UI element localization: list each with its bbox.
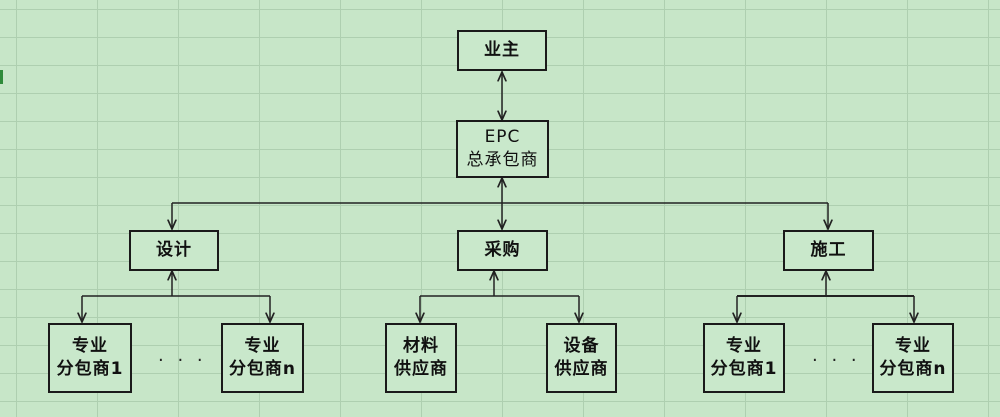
node-construction-sub-1-line-2: 分包商1 [710,359,778,379]
construction-ellipsis: · · · [812,350,861,371]
node-construction-sub-n-line-2: 分包商n [879,359,947,379]
node-procurement: 采购 [457,230,548,271]
node-owner-line-1: 业主 [484,40,520,60]
node-material-supplier-line-1: 材料 [403,336,439,356]
node-design-sub-1-line-2: 分包商1 [56,359,124,379]
node-design: 设计 [129,230,219,271]
node-design-line-1: 设计 [156,240,192,260]
node-design-sub-n-line-2: 分包商n [228,359,297,379]
node-design-sub-1-line-1: 专业 [72,336,108,356]
node-construction-line-1: 施工 [810,240,847,260]
node-construction-sub-1-line-1: 专业 [726,336,762,356]
node-equipment-supplier-line-2: 供应商 [554,359,609,379]
node-epc: EPC 总承包商 [456,120,549,178]
node-design-sub-1: 专业 分包商1 [48,323,132,393]
node-material-supplier-line-2: 供应商 [394,359,448,379]
node-epc-line-2: 总承包商 [466,150,539,170]
node-owner: 业主 [457,30,547,71]
node-construction-sub-1: 专业 分包商1 [703,323,785,393]
node-design-sub-n-line-1: 专业 [244,336,281,356]
sheet-edge-marker [0,70,3,84]
node-construction-sub-n: 专业 分包商n [872,323,954,393]
node-material-supplier: 材料 供应商 [385,323,457,393]
node-equipment-supplier: 设备 供应商 [546,323,617,393]
design-ellipsis: · · · [158,350,207,371]
node-construction: 施工 [783,230,874,271]
node-epc-line-1: EPC [484,127,521,147]
node-design-sub-n: 专业 分包商n [221,323,304,393]
node-procurement-line-1: 采购 [484,240,521,260]
node-equipment-supplier-line-1: 设备 [563,336,600,356]
node-construction-sub-n-line-1: 专业 [895,336,931,356]
